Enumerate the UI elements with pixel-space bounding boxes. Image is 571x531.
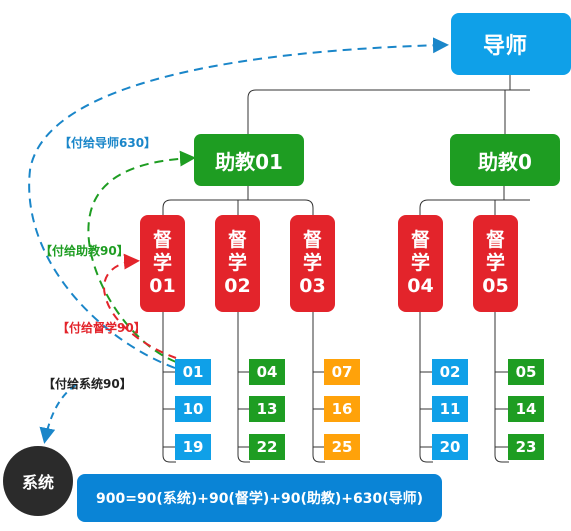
tutor-char: 学 [485, 252, 505, 274]
student-box: 16 [324, 396, 360, 422]
student-box: 25 [324, 434, 360, 460]
tutor-number: 01 [149, 275, 176, 297]
student-box: 11 [432, 396, 468, 422]
tutor-number: 05 [482, 275, 509, 297]
student-box: 19 [175, 434, 211, 460]
student-box: 05 [508, 359, 544, 385]
tutor-char: 督 [227, 229, 247, 251]
tutor-node-04: 督 学 04 [398, 215, 443, 312]
tutor-number: 04 [407, 275, 434, 297]
system-label: 系统 [21, 473, 54, 492]
assistant-label: 助教01 [215, 149, 283, 174]
student-box: 04 [249, 359, 285, 385]
student-box: 14 [508, 396, 544, 422]
formula-banner: 900=90(系统)+90(督学)+90(助教)+630(导师) [77, 474, 442, 522]
tutor-char: 学 [410, 252, 430, 274]
flow-to-tutor [103, 253, 177, 359]
payment-label-assistant: 【付给助教90】 [40, 244, 129, 258]
tutor-char: 督 [410, 229, 430, 251]
student-box: 20 [432, 434, 468, 460]
student-box: 10 [175, 396, 211, 422]
tutor-char: 督 [302, 229, 322, 251]
mentor-label: 导师 [483, 34, 528, 59]
student-box: 13 [249, 396, 285, 422]
assistant-node-02: 助教0 [450, 134, 560, 186]
mentor-node: 导师 [451, 13, 571, 75]
tutor-char: 学 [152, 252, 172, 274]
payment-label-tutor: 【付给督学90】 [57, 321, 146, 335]
assistant-label: 助教0 [478, 149, 532, 174]
payment-label-mentor: 【付给导师630】 [59, 136, 157, 150]
system-node: 系统 [3, 446, 73, 516]
hierarchy-connectors [162, 75, 530, 463]
tutor-node-02: 督 学 02 [215, 215, 260, 312]
tutor-char: 督 [152, 229, 172, 251]
formula-text: 900=90(系统)+90(督学)+90(助教)+630(导师) [95, 491, 423, 507]
org-diagram: 导师 助教01 助教0 督 学 01 督 学 02 督 学 03 督 学 04 … [3, 13, 571, 522]
flow-to-system [39, 384, 77, 444]
tutor-char: 学 [302, 252, 322, 274]
connector-lines [28, 37, 530, 463]
flow-to-assistant [87, 150, 196, 363]
tutor-char: 学 [227, 252, 247, 274]
tutor-node-03: 督 学 03 [290, 215, 335, 312]
student-box: 02 [432, 359, 468, 385]
assistant-node-01: 助教01 [194, 134, 304, 186]
payment-label-system: 【付给系统90】 [43, 377, 132, 391]
student-box: 07 [324, 359, 360, 385]
student-box: 23 [508, 434, 544, 460]
student-box: 22 [249, 434, 285, 460]
student-box: 01 [175, 359, 211, 385]
tutor-number: 02 [224, 275, 251, 297]
tutor-number: 03 [299, 275, 326, 297]
tutor-node-01: 督 学 01 [140, 215, 185, 312]
tutor-node-05: 督 学 05 [473, 215, 518, 312]
flow-to-mentor [28, 37, 449, 369]
tutor-char: 督 [485, 229, 505, 251]
